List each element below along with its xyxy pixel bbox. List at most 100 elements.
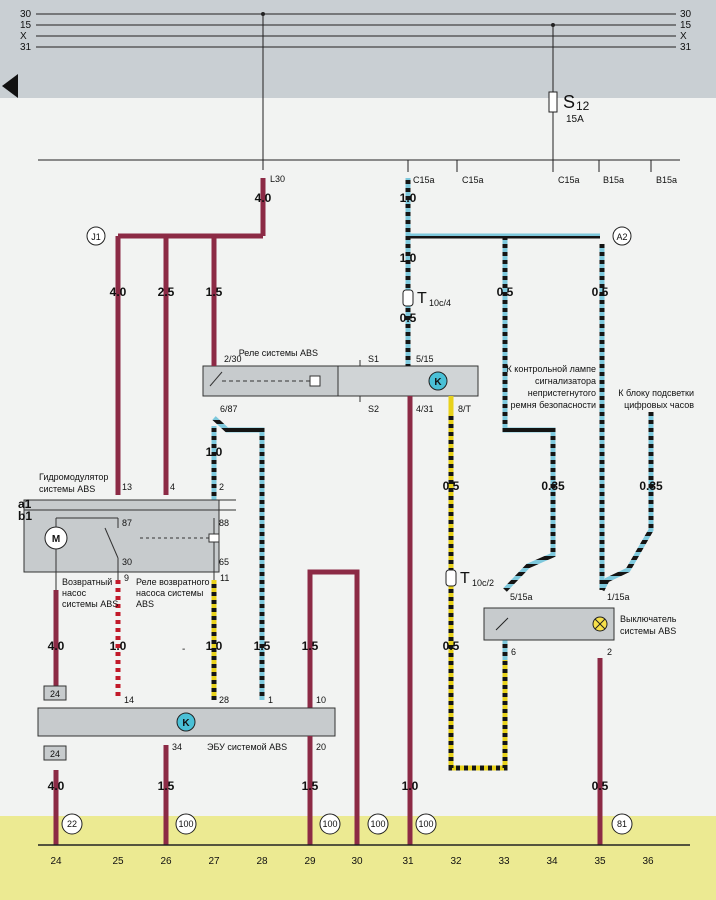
- t10c4-base: T: [417, 290, 427, 307]
- column-number: 29: [304, 856, 316, 867]
- wire-size: 1.5: [254, 639, 271, 653]
- ground-circle-100-b: 100: [322, 819, 337, 829]
- ecu-pin-10: 10: [316, 695, 326, 705]
- bus-rails: [36, 13, 676, 48]
- wire-size: 1.0: [400, 191, 417, 205]
- fuse-s12: [548, 91, 558, 113]
- hm-pin-65: 65: [219, 557, 229, 567]
- seatbelt-label-4: ремня безопасности: [511, 400, 596, 410]
- ecu-pin-1: 1: [268, 695, 273, 705]
- t10c2-base: T: [460, 570, 470, 587]
- return-pump-label-1: Возвратный: [62, 577, 112, 587]
- relay-pin-8-t: 8/T: [458, 404, 472, 414]
- abs-switch-box[interactable]: [483, 607, 615, 641]
- wire-size: 1.0: [400, 251, 417, 265]
- connector-j1-label: J1: [91, 232, 101, 242]
- column-number: 35: [594, 856, 606, 867]
- ground-badge-bottom-label: 24: [50, 749, 60, 759]
- wire-size: 1.5: [158, 779, 175, 793]
- seatbelt-label-2: сигнализатора: [535, 376, 596, 386]
- clock-label-1: К блоку подсветки: [618, 388, 694, 398]
- switch-pin-5-15a: 5/15a: [510, 592, 533, 602]
- wire-size: 0.5: [592, 779, 609, 793]
- pin-a1: a1: [18, 497, 32, 511]
- column-number: 31: [402, 856, 414, 867]
- relay-s1: S1: [368, 354, 379, 364]
- hydromodulator-title-2: системы ABS: [39, 484, 95, 494]
- ground-badge-top-label: 24: [50, 689, 60, 699]
- column-number: 30: [351, 856, 363, 867]
- pump-relay-label-3: ABS: [136, 599, 154, 609]
- column-number: 28: [256, 856, 268, 867]
- ecu-pin-34: 34: [172, 742, 182, 752]
- wire-size: 0.5: [592, 285, 609, 299]
- wire-size: 0.5: [443, 639, 460, 653]
- ground-badge-top: [43, 685, 67, 701]
- hm-pin-88: 88: [219, 518, 229, 528]
- column-number: 26: [160, 856, 172, 867]
- hydromodulator-title-1: Гидромодулятор: [39, 472, 108, 482]
- abs-relay-title: Реле системы ABS: [239, 348, 318, 358]
- wire-size: 1.0: [110, 639, 127, 653]
- ground-circle-81: 81: [617, 819, 627, 829]
- relay-pin-5-15: 5/15: [416, 354, 434, 364]
- rail-label-left-15: 15: [20, 20, 32, 31]
- ground-circles: [61, 813, 633, 835]
- wire-size: 1.5: [206, 285, 223, 299]
- ecu-k-icon: [176, 712, 196, 732]
- rail-label-left-x: X: [20, 31, 27, 42]
- hm-pin-30: 30: [122, 557, 132, 567]
- clock-label-2: цифровых часов: [624, 400, 694, 410]
- dist-label-2: C15a: [462, 175, 484, 185]
- ground-circle-100-a: 100: [178, 819, 193, 829]
- relay-k-label: K: [434, 377, 442, 388]
- connector-j1: [86, 226, 106, 246]
- return-pump-label-3: системы ABS: [62, 599, 118, 609]
- wire-size: 1.5: [302, 779, 319, 793]
- abs-switch-label-1: Выключатель: [620, 614, 677, 624]
- relay-k-icon: [428, 371, 448, 391]
- ground-circle-100-d: 100: [418, 819, 433, 829]
- l30-label: L30: [270, 174, 285, 184]
- wire-size: 4.0: [48, 779, 65, 793]
- wire-size: 4.0: [255, 191, 272, 205]
- wire-size: 0.5: [400, 311, 417, 325]
- hm-pin-4: 4: [170, 482, 175, 492]
- column-numbers: 24 25 26 27 28 29 30 31 32 33 34 35 36: [50, 856, 654, 867]
- column-number: 24: [50, 856, 62, 867]
- ecu-title: ЭБУ системой ABS: [207, 742, 287, 752]
- wire-size: 4.0: [110, 285, 127, 299]
- rail-label-right-31: 31: [680, 42, 692, 53]
- t10c2-sub: 10c/2: [472, 578, 494, 588]
- dash-mark: -: [182, 644, 185, 655]
- switch-pin-1-15a: 1/15a: [607, 592, 630, 602]
- abs-switch-label-2: системы ABS: [620, 626, 676, 636]
- switch-pin-2: 2: [607, 647, 612, 657]
- column-number: 25: [112, 856, 124, 867]
- t10c4-sub: 10c/4: [429, 298, 451, 308]
- ground-badge-bottom: [43, 745, 67, 761]
- ecu-k-label: K: [182, 718, 190, 729]
- connector-a2-label: A2: [616, 232, 627, 242]
- pump-relay-label-1: Реле возвратного: [136, 577, 210, 587]
- column-number: 32: [450, 856, 462, 867]
- hm-pin-9: 9: [124, 573, 129, 583]
- wire-size: 2.5: [158, 285, 175, 299]
- wire-size: 1.0: [206, 639, 223, 653]
- pin-b1: b1: [18, 509, 32, 523]
- hm-pin-2: 2: [219, 482, 224, 492]
- ground-circle-22: 22: [67, 819, 77, 829]
- switch-pin-6: 6: [511, 647, 516, 657]
- dist-label-3: C15a: [558, 175, 580, 185]
- back-arrow-icon[interactable]: [2, 74, 18, 98]
- rail-label-right-x: X: [680, 31, 687, 42]
- column-number: 34: [546, 856, 558, 867]
- hm-pin-13: 13: [122, 482, 132, 492]
- column-number: 36: [642, 856, 654, 867]
- wire-size: 0.35: [541, 479, 565, 493]
- wire-size: 4.0: [48, 639, 65, 653]
- fuse-number: 12: [576, 99, 590, 113]
- relay-pin-4-31: 4/31: [416, 404, 434, 414]
